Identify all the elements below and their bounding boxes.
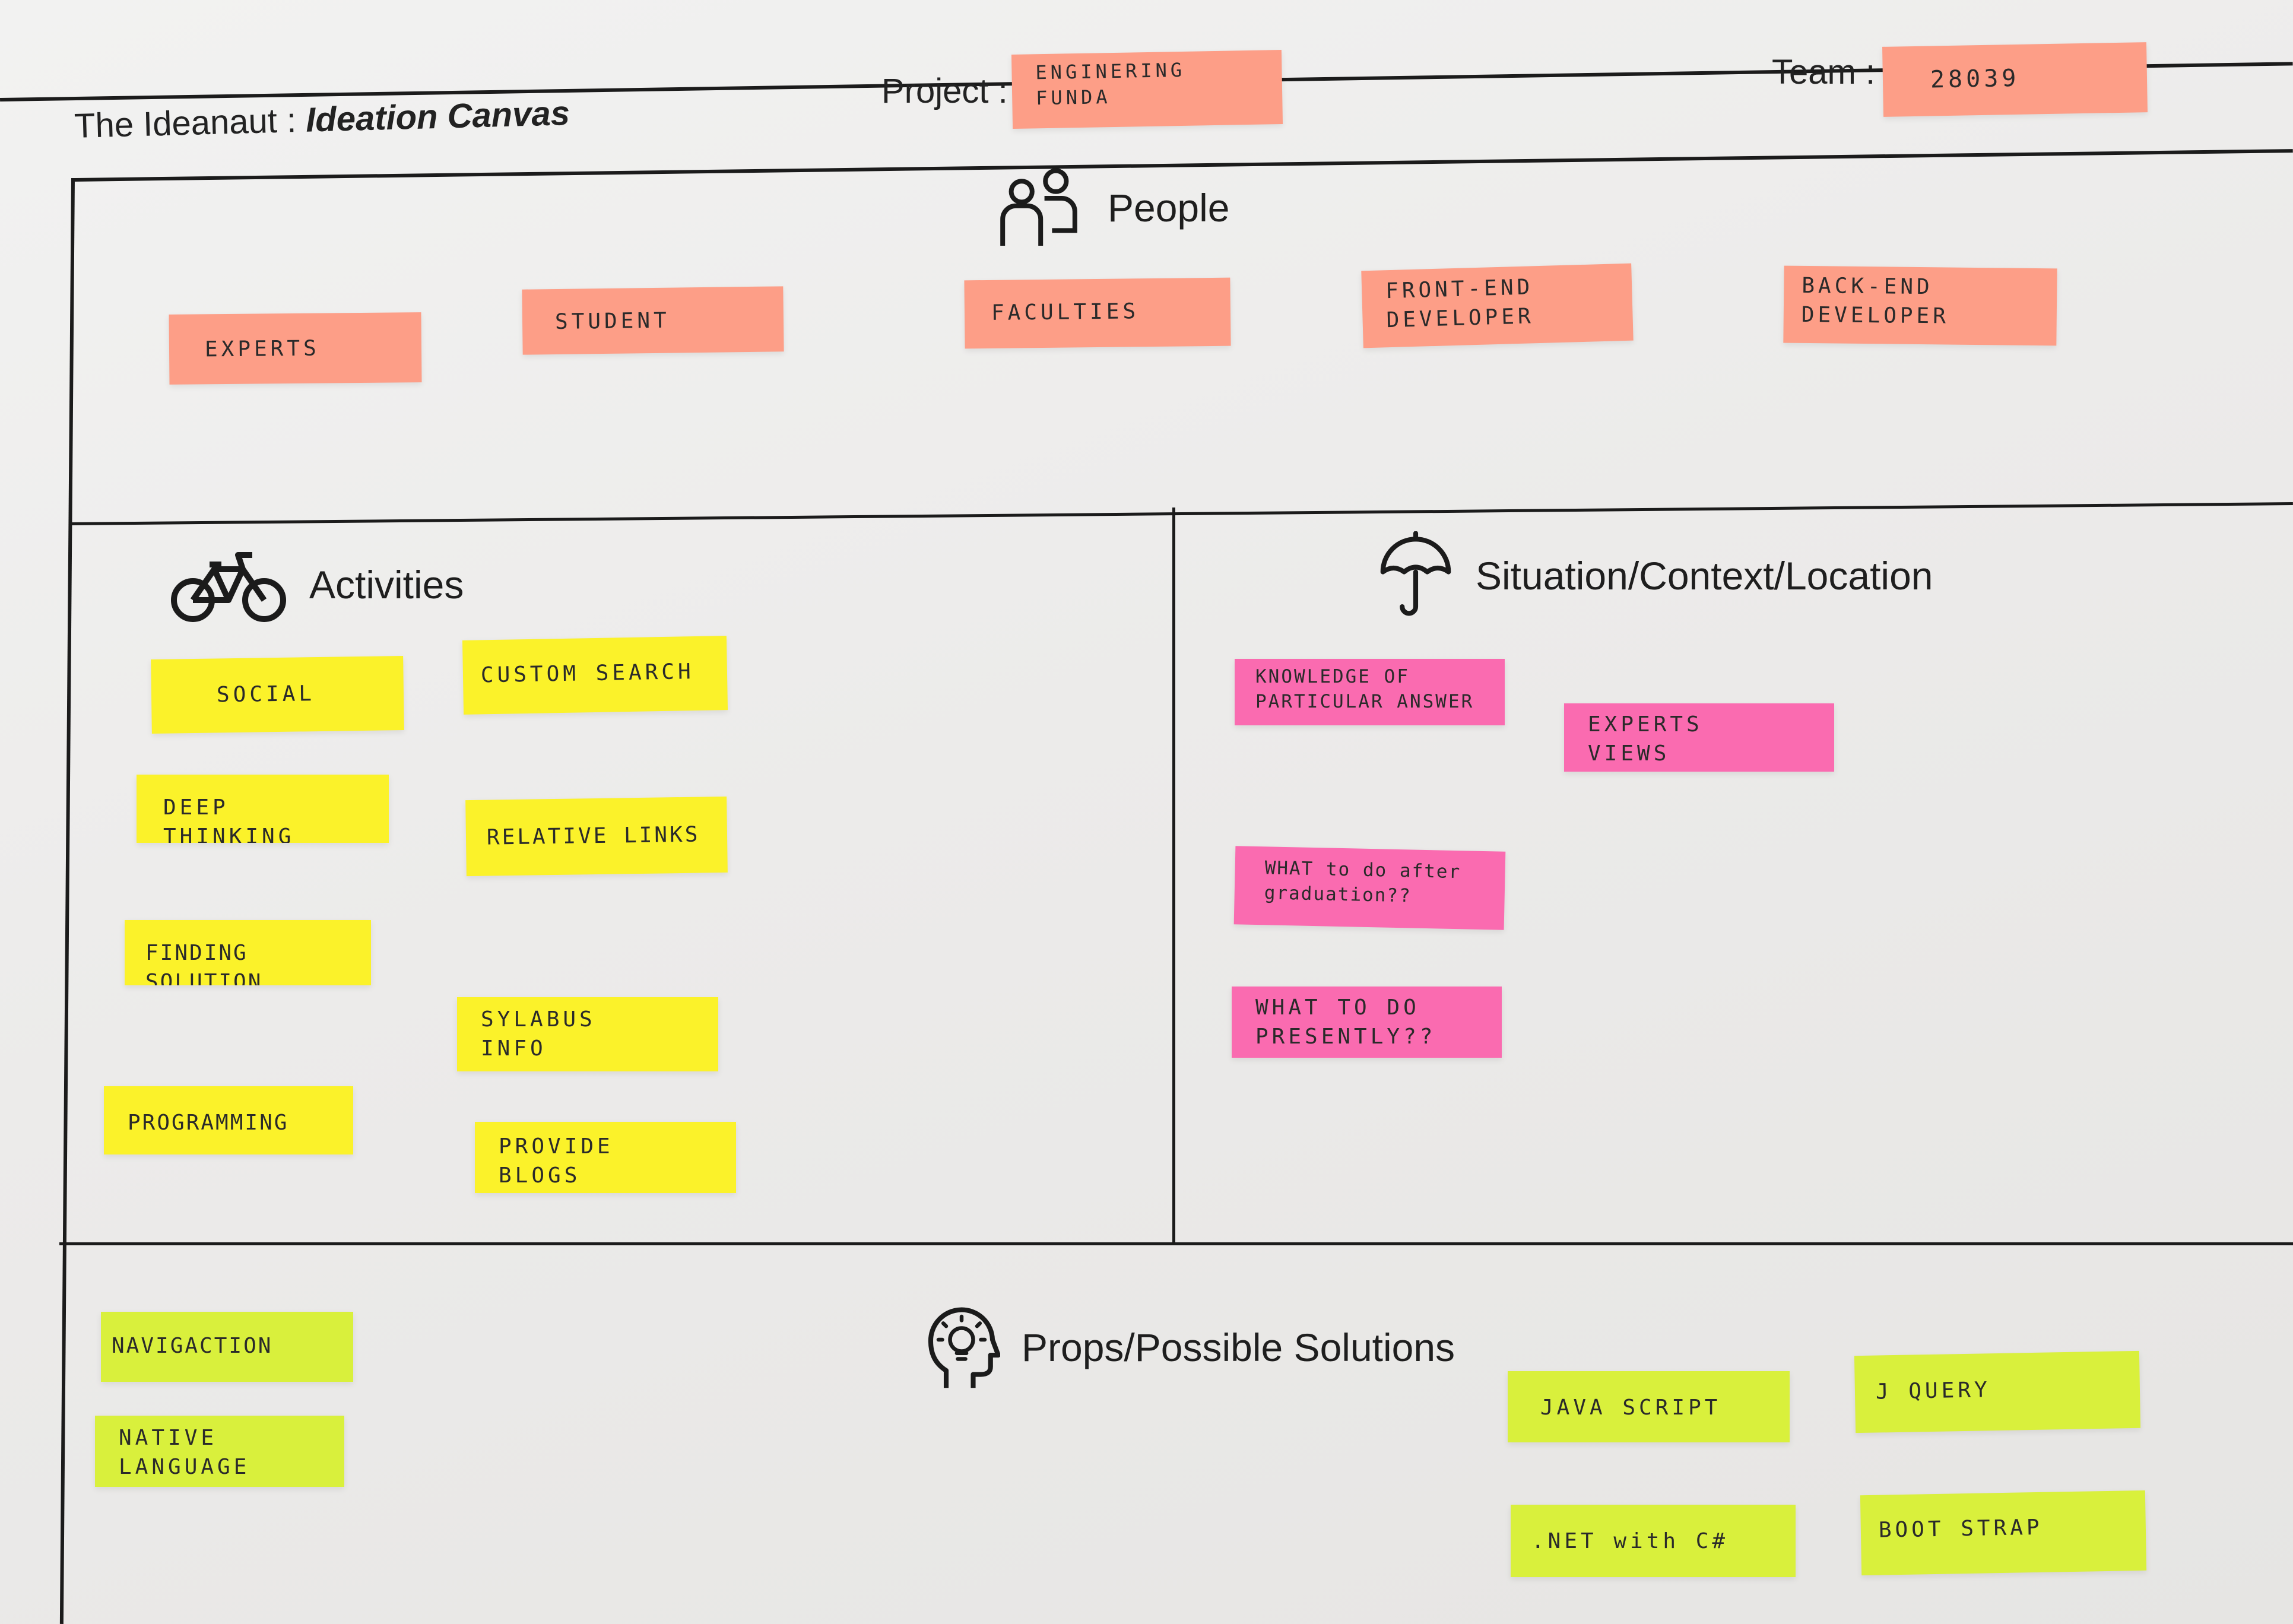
- team-value-note: 28039: [1882, 42, 2148, 117]
- umbrella-icon: [1380, 531, 1451, 616]
- situation-title-label: Situation/Context/Location: [1476, 554, 1933, 598]
- people-section-title: People: [991, 160, 1230, 255]
- middle-vertical-divider: [1172, 508, 1175, 1244]
- lightbulb-head-icon: [928, 1307, 1000, 1388]
- people-title-label: People: [1108, 186, 1230, 230]
- people-note-frontend: FRONT-END DEVELOPER: [1361, 263, 1634, 348]
- people-note-student: STUDENT: [522, 286, 784, 355]
- team-label: Team :: [1772, 53, 1876, 91]
- canvas-title: Ideation Canvas: [305, 94, 570, 139]
- project-value-note: ENGINERING FUNDA: [1011, 50, 1283, 129]
- activity-note-finding-solution: FINDING SOLUTION: [125, 920, 371, 985]
- activity-note-custom-search: CUSTOM SEARCH: [462, 636, 728, 715]
- props-note-dotnet: .NET with C#: [1511, 1505, 1796, 1577]
- project-label: Project :: [881, 72, 1008, 110]
- props-note-java-script: JAVA SCRIPT: [1508, 1371, 1790, 1442]
- activity-note-sylabus-info: SYLABUS INFO: [457, 997, 718, 1071]
- people-note-experts: EXPERTS: [169, 312, 422, 385]
- canvas-brand: The Ideanaut : Ideation Canvas: [74, 94, 570, 145]
- activity-note-deep-thinking: DEEP THINKING: [137, 775, 389, 843]
- activities-section-title: Activities: [169, 543, 464, 626]
- activity-note-provide-blogs: PROVIDE BLOGS: [475, 1122, 736, 1193]
- props-note-native-language: NATIVE LANGUAGE: [95, 1416, 344, 1487]
- props-title-label: Props/Possible Solutions: [1022, 1325, 1455, 1369]
- activity-note-programming: PROGRAMMING: [104, 1086, 353, 1154]
- situation-note-knowledge: KNOWLEDGE OF PARTICULAR ANSWER: [1235, 659, 1505, 725]
- props-top-divider: [59, 1242, 2293, 1245]
- props-note-bootstrap: BOOT STRAP: [1860, 1490, 2147, 1576]
- people-icon: [1000, 168, 1077, 246]
- activity-note-relative-links: RELATIVE LINKS: [465, 796, 728, 877]
- props-note-jquery: J QUERY: [1854, 1350, 2141, 1433]
- bicycle-icon: [171, 552, 286, 622]
- props-section-title: Props/Possible Solutions: [923, 1303, 1455, 1392]
- situation-section-title: Situation/Context/Location: [1377, 531, 1933, 620]
- activities-title-label: Activities: [309, 563, 464, 607]
- people-note-faculties: FACULTIES: [964, 277, 1231, 349]
- activity-note-social: SOCIAL: [151, 656, 404, 734]
- people-note-backend: BACK-END DEVELOPER: [1783, 265, 2057, 346]
- situation-note-presently: WHAT TO DO PRESENTLY??: [1232, 987, 1502, 1058]
- frame-left: [59, 178, 75, 1624]
- props-note-navigaction: NAVIGACTION: [101, 1312, 353, 1382]
- people-bottom-divider: [71, 502, 2293, 525]
- situation-note-experts-views: EXPERTS VIEWS: [1564, 703, 1834, 772]
- situation-note-after-graduation: WHAT to do after graduation??: [1233, 846, 1506, 930]
